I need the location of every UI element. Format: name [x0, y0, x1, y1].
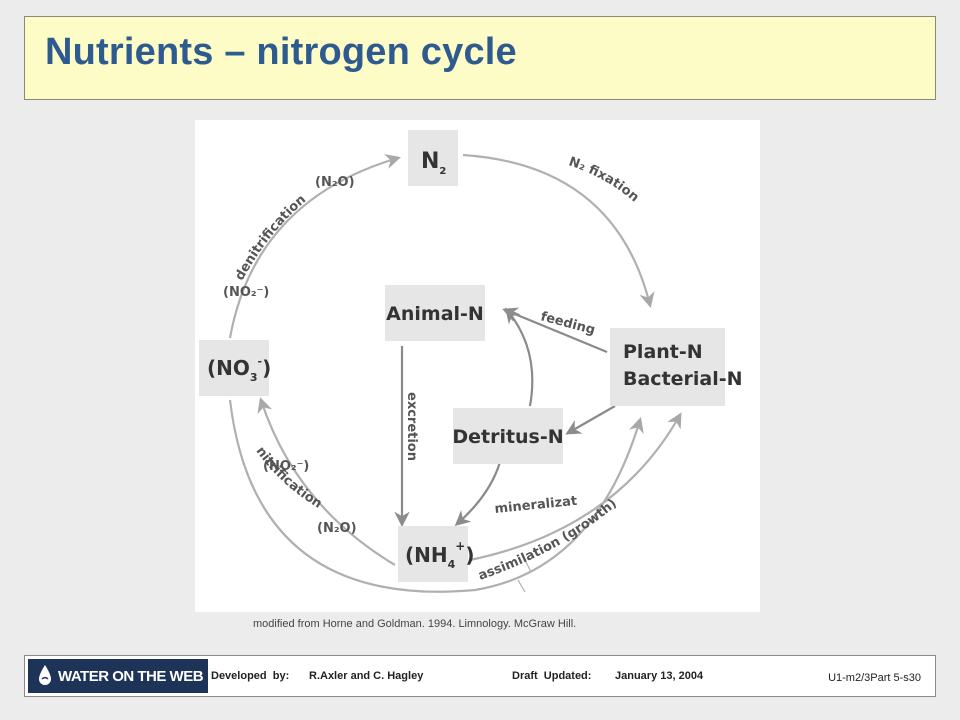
svg-text:N2: N2 — [421, 149, 446, 177]
logo-text: WATER ON THE WEB — [58, 667, 204, 685]
tick-mark-1 — [524, 559, 532, 573]
arrow-nitrification — [257, 397, 396, 566]
node-no3: (NO3-) — [199, 340, 271, 396]
slide-code: U1-m2/3Part 5-s30 — [828, 672, 921, 684]
arrow-no3-assimilation — [228, 399, 644, 593]
node-n2: N2 — [408, 130, 458, 186]
developed-by-label: Developed by: — [211, 670, 290, 682]
water-drop-icon — [39, 665, 51, 685]
label-nitrification: nitrification — [253, 444, 325, 512]
draft-updated-value: January 13, 2004 — [615, 670, 704, 682]
svg-text:Animal-N: Animal-N — [386, 303, 484, 325]
svg-text:Bacterial-N: Bacterial-N — [623, 368, 743, 390]
svg-text:(NO3-): (NO3-) — [207, 355, 271, 384]
arrow-feeding — [502, 307, 608, 354]
arrow-mineralization — [454, 461, 502, 527]
label-excretion: excretion — [404, 392, 419, 461]
title-bar: Nutrients – nitrogen cycle — [24, 16, 936, 100]
arrow-plant-to-detritus — [565, 405, 616, 435]
svg-text:(NH4+): (NH4+) — [405, 539, 474, 571]
node-animal-n: Animal-N — [385, 285, 485, 341]
label-feeding: feeding — [539, 309, 597, 338]
arrow-nh4-assimilation — [469, 412, 682, 562]
node-nh4: (NH4+) — [398, 526, 474, 582]
nitrogen-cycle-diagram: N2 Animal-N Plant-N Bacterial-N Detritus… — [195, 120, 760, 612]
label-n2o-bottom: (N₂O) — [317, 521, 357, 536]
diagram-svg: N2 Animal-N Plant-N Bacterial-N Detritus… — [195, 120, 743, 593]
label-denitrification: denitrification — [232, 192, 309, 283]
slide-title: Nutrients – nitrogen cycle — [45, 31, 517, 73]
label-no2-top: (NO₂⁻) — [223, 285, 269, 300]
footer-bar: WATER ON THE WEB Developed by: R.Axler a… — [24, 655, 936, 697]
node-detritus-n: Detritus-N — [452, 408, 564, 464]
source-caption: modified from Horne and Goldman. 1994. L… — [253, 618, 577, 630]
arrow-n2-fixation — [462, 153, 655, 308]
water-on-the-web-logo: WATER ON THE WEB — [28, 659, 208, 693]
draft-updated-label: Draft Updated: — [512, 670, 592, 682]
arrow-detritus-to-animal — [505, 307, 534, 407]
label-n2o-top: (N₂O) — [315, 175, 355, 190]
arrow-denitrification — [228, 154, 401, 339]
label-no2-bottom: (NO₂⁻) — [263, 459, 309, 474]
svg-text:Plant-N: Plant-N — [623, 341, 703, 363]
tick-mark-2 — [517, 579, 526, 593]
developed-by-value: R.Axler and C. Hagley — [309, 670, 424, 682]
label-n2-fixation: N₂ fixation — [567, 155, 642, 206]
node-plant-bacterial-n: Plant-N Bacterial-N — [610, 328, 743, 406]
svg-text:Detritus-N: Detritus-N — [452, 426, 563, 448]
